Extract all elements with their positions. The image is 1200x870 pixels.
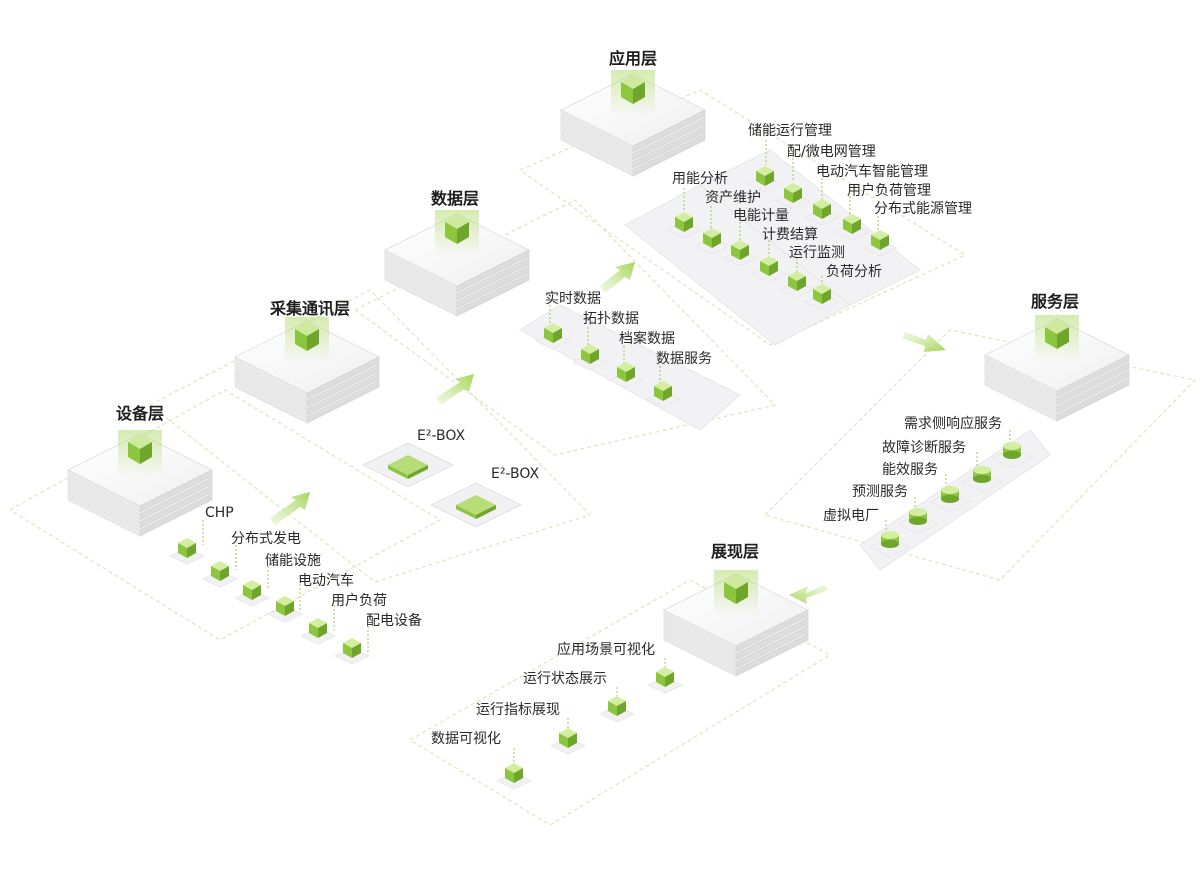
item-cube-icon xyxy=(599,696,635,723)
item-cube-icon xyxy=(572,344,608,371)
data-item-label: 档案数据 xyxy=(619,331,675,347)
device-slab xyxy=(66,430,214,537)
collect-platform-outline xyxy=(148,289,592,583)
app-layer-title: 应用层 xyxy=(608,49,658,68)
item-cube-icon xyxy=(234,580,270,607)
service-item-label: 故障诊断服务 xyxy=(882,440,966,456)
arrow-collect-to-data xyxy=(436,374,474,405)
service-item-label: 能效服务 xyxy=(882,462,938,478)
display-layer-title: 展现层 xyxy=(710,542,760,561)
data-item-label: 拓扑数据 xyxy=(583,311,639,327)
arrow-data-to-app xyxy=(600,262,635,293)
app-item-label: 用户负荷管理 xyxy=(847,183,931,199)
item-cube-icon xyxy=(550,728,586,755)
arrow-device-to-collect xyxy=(270,492,310,525)
arrow-service-to-display xyxy=(789,585,828,604)
app-slab xyxy=(559,70,707,177)
app-item-label: 负荷分析 xyxy=(826,264,882,280)
item-cube-icon xyxy=(496,763,532,790)
item-cube-icon xyxy=(300,618,336,645)
display-slab xyxy=(662,570,810,677)
arrow-app-to-service xyxy=(902,332,946,352)
collect-slab xyxy=(233,317,381,424)
item-cube-icon xyxy=(645,381,681,408)
item-cube-icon xyxy=(666,212,702,239)
service-coin-icon xyxy=(897,508,939,535)
item-cube-icon xyxy=(334,638,370,665)
service-item-label: 虚拟电厂 xyxy=(823,508,879,524)
service-layer-title: 服务层 xyxy=(1030,292,1080,311)
item-cube-icon xyxy=(747,166,783,193)
app-item-label: 电动汽车智能管理 xyxy=(816,164,928,180)
display-item-label: 运行状态展示 xyxy=(523,671,607,687)
device-item-label: 分布式发电 xyxy=(231,531,301,547)
device-item-label: CHP xyxy=(205,505,234,521)
item-markers xyxy=(169,166,1033,790)
service-coin-icon xyxy=(991,442,1033,469)
collect-item-label: E²-BOX xyxy=(491,466,540,482)
layer-slabs xyxy=(66,70,1131,677)
flow-arrows xyxy=(270,262,946,604)
collect-item-label: E²-BOX xyxy=(417,428,466,444)
data-layer-title: 数据层 xyxy=(430,189,480,208)
data-item-label: 实时数据 xyxy=(545,291,601,307)
item-cube-icon xyxy=(722,240,758,267)
service-coin-icon xyxy=(869,531,911,558)
app-item-label: 用能分析 xyxy=(672,171,728,187)
e2box-icon xyxy=(429,482,523,528)
device-item-label: 用户负荷 xyxy=(331,593,387,609)
display-item-label: 运行指标展现 xyxy=(476,702,560,718)
app-item-label: 资产维护 xyxy=(705,190,761,206)
display-item-label: 数据可视化 xyxy=(431,731,501,747)
app-item-label: 运行监测 xyxy=(789,245,845,261)
item-cube-icon xyxy=(169,538,205,565)
app-track-2 xyxy=(699,149,921,306)
item-cube-icon xyxy=(535,323,571,350)
device-item-label: 配电设备 xyxy=(366,613,422,629)
item-cube-icon xyxy=(779,271,815,298)
item-cube-icon xyxy=(862,230,898,257)
app-item-label: 储能运行管理 xyxy=(748,123,832,139)
data-slab xyxy=(383,210,531,317)
service-slab xyxy=(983,315,1131,422)
data-item-label: 数据服务 xyxy=(656,351,712,367)
service-item-label: 预测服务 xyxy=(852,484,908,500)
item-cube-icon xyxy=(804,199,840,226)
item-cube-icon xyxy=(751,256,787,283)
service-platform-outline xyxy=(763,329,1197,581)
item-cube-icon xyxy=(834,214,870,241)
item-cube-icon xyxy=(608,362,644,389)
service-coin-icon xyxy=(929,486,971,513)
app-item-label: 电能计量 xyxy=(733,208,789,224)
item-cube-icon xyxy=(202,561,238,588)
display-item-label: 应用场景可视化 xyxy=(557,642,655,658)
app-item-label: 计费结算 xyxy=(762,227,818,243)
display-platform-outline xyxy=(408,579,832,826)
item-cube-icon xyxy=(694,228,730,255)
device-item-label: 储能设施 xyxy=(265,553,321,569)
item-cube-icon xyxy=(804,284,840,311)
e2box-icon xyxy=(361,442,455,488)
app-item-label: 分布式能源管理 xyxy=(874,201,972,217)
collect-layer-title: 采集通讯层 xyxy=(269,299,351,318)
device-item-label: 电动汽车 xyxy=(298,573,354,589)
app-item-label: 配/微电网管理 xyxy=(787,144,876,160)
device-layer-title: 设备层 xyxy=(115,404,165,423)
item-cube-icon xyxy=(775,183,811,210)
service-coin-icon xyxy=(961,466,1003,493)
item-cube-icon xyxy=(647,667,683,694)
item-cube-icon xyxy=(267,596,303,623)
service-item-label: 需求侧响应服务 xyxy=(904,416,1002,432)
